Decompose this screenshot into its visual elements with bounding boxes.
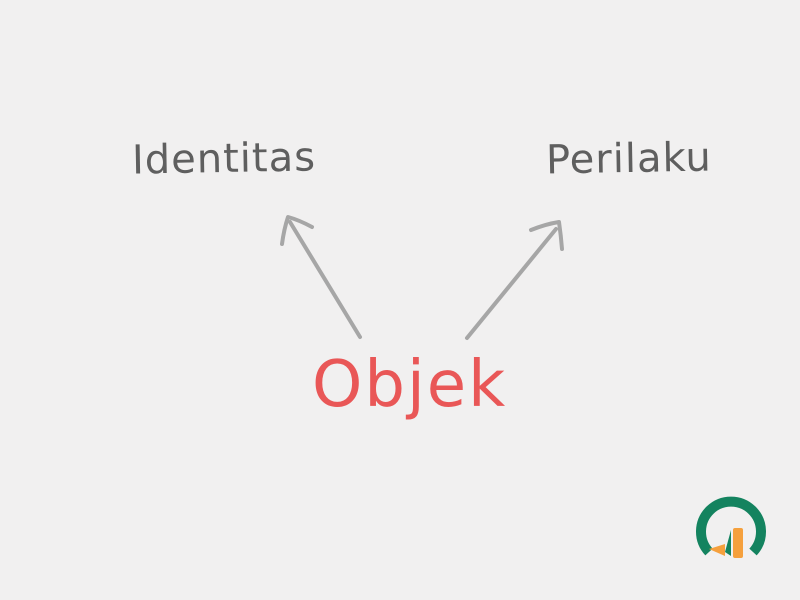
arrowhead-identitas [280,215,314,246]
node-perilaku: Perilaku [545,134,713,184]
node-objek: Objek [312,348,508,422]
arrow-to-identitas [288,220,362,339]
arrowhead-perilaku [529,220,564,251]
node-identitas: Identitas [131,134,317,184]
arrow-to-perilaku [465,227,558,340]
brand-logo-icon [696,496,766,558]
